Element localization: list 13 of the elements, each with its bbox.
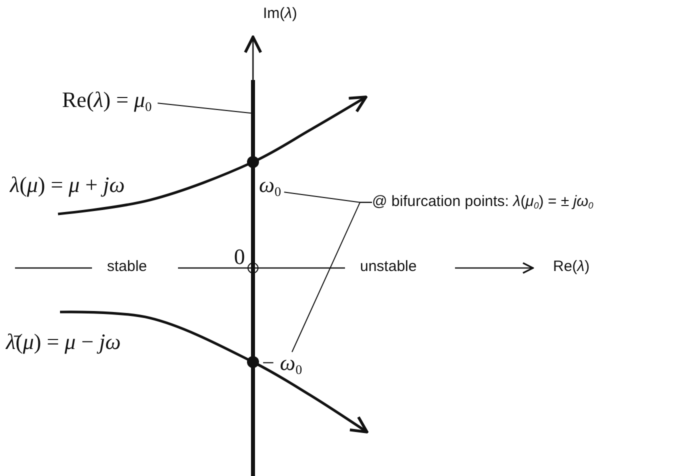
axis-label: Re(λ): [553, 259, 590, 274]
frequency-label: − ω$_{0}$: [262, 352, 302, 376]
axis-label: Im(λ): [263, 6, 298, 21]
leader-line: [292, 202, 372, 352]
region-label: stable: [107, 259, 148, 274]
origin-label: 0: [234, 246, 245, 268]
leader-line: [157, 102, 252, 114]
annotation-text: @ bifurcation points: λ(μ$_{0}$) = ± jω$_{0}$: [372, 194, 594, 211]
region-label: unstable: [360, 259, 417, 274]
frequency-label: ω$_{0}$: [259, 174, 282, 198]
curve-label: λ̄(μ) = μ − jω: [6, 331, 121, 353]
line-label: Re(λ) = μ$_{0}$: [62, 89, 152, 114]
curve-label: λ(μ) = μ + jω: [10, 174, 125, 196]
